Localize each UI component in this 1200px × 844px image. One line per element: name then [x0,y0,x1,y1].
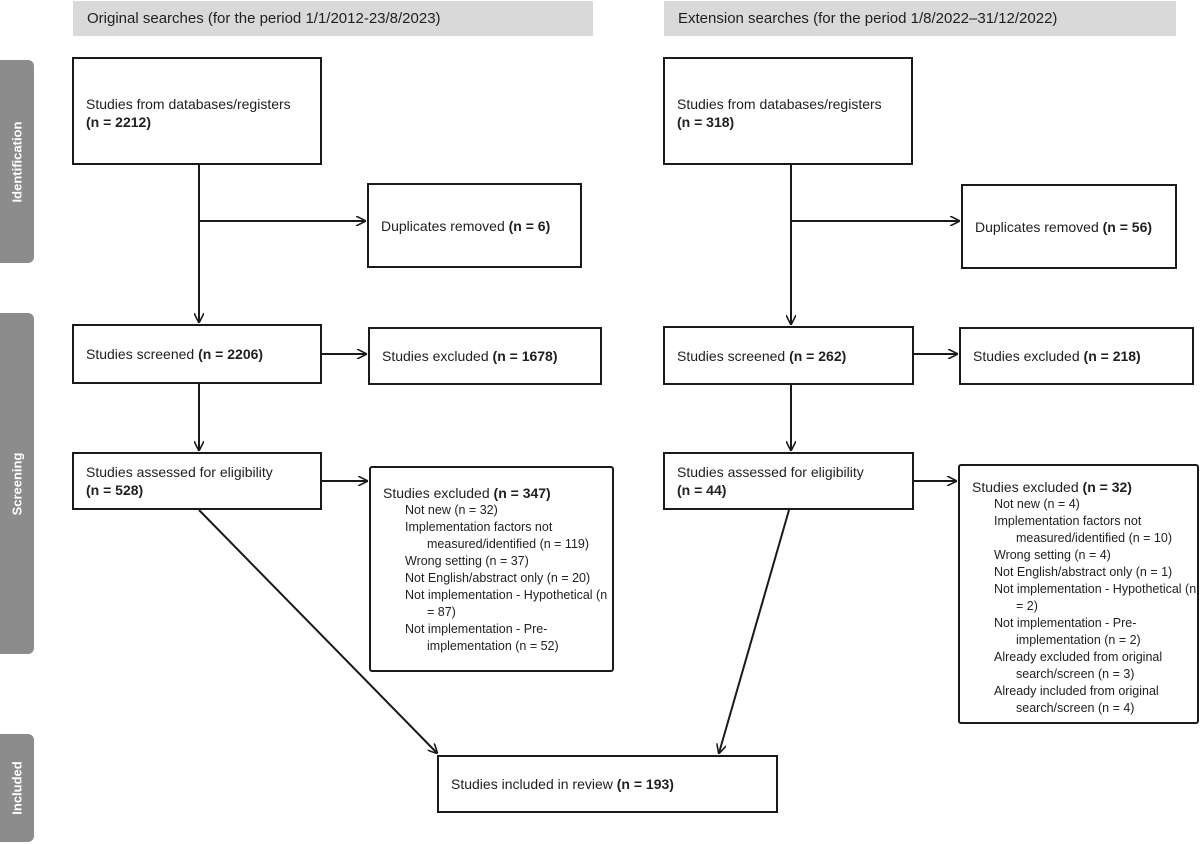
left-records-box: Studies from databases/registers (n = 22… [72,57,322,165]
right-reason-item: Implementation factors not measured/iden… [994,514,1172,545]
right-eligibility-label: Studies assessed for eligibility [677,464,864,480]
left-reason-item: Wrong setting (n = 37) [405,554,529,568]
left-reason-item: Not implementation - Pre-implementation … [405,622,559,653]
left-records-count: (n = 2212) [86,114,151,130]
stage-screening: Screening [0,313,34,654]
right-excluded-full-count: (n = 32) [1082,479,1132,495]
header-original-searches: Original searches (for the period 1/1/20… [73,1,593,36]
right-eligibility-box: Studies assessed for eligibility (n = 44… [663,452,914,510]
stage-included: Included [0,734,34,842]
right-reason-item: Already excluded from original search/sc… [994,650,1163,681]
right-duplicates-box: Duplicates removed (n = 56) [961,184,1177,269]
right-reason-item: Wrong setting (n = 4) [994,548,1111,562]
right-excluded-screen-count: (n = 218) [1083,348,1141,364]
right-reason-item: Not English/abstract only (n = 1) [994,565,1173,579]
left-excluded-screen-box: Studies excluded (n = 1678) [368,327,602,385]
included-label: Studies included in review [451,776,613,792]
left-screened-label: Studies screened [86,346,195,362]
left-excluded-screen-count: (n = 1678) [492,348,558,364]
left-reason-item: Not new (n = 32) [405,503,498,517]
left-reason-item: Not implementation - Hypothetical (n = 8… [405,588,608,619]
right-duplicates-count: (n = 56) [1102,218,1153,235]
right-screened-count: (n = 262) [789,347,847,364]
left-screened-box: Studies screened (n = 2206) [72,324,322,384]
left-duplicates-box: Duplicates removed (n = 6) [367,183,582,268]
right-excluded-screen-box: Studies excluded (n = 218) [959,327,1194,385]
right-excluded-screen-label: Studies excluded [973,348,1080,364]
arrow-right-eligibility-to-included [719,509,790,753]
right-screened-box: Studies screened (n = 262) [663,326,914,385]
right-records-count: (n = 318) [677,114,735,130]
right-eligibility-count: (n = 44) [677,482,727,498]
right-reason-item: Not new (n = 4) [994,497,1080,511]
left-excluded-full-label: Studies excluded [383,485,490,501]
left-eligibility-label: Studies assessed for eligibility [86,464,273,480]
left-reason-item: Not English/abstract only (n = 20) [405,571,591,585]
right-records-box: Studies from databases/registers (n = 31… [663,57,913,165]
right-duplicates-label: Duplicates removed [975,218,1099,235]
left-records-label: Studies from databases/registers [86,96,291,112]
left-excluded-full-count: (n = 347) [493,485,551,501]
arrow-left-eligibility-to-included [198,509,437,753]
right-reason-item: Already included from original search/sc… [994,684,1159,715]
right-excluded-full-box: Studies excluded (n = 32) Not new (n = 4… [958,464,1199,724]
left-duplicates-count: (n = 6) [508,217,551,234]
right-exclusion-reasons: Not new (n = 4) Implementation factors n… [972,496,1197,717]
left-exclusion-reasons: Not new (n = 32) Implementation factors … [383,502,612,655]
right-records-label: Studies from databases/registers [677,96,882,112]
right-excluded-full-label: Studies excluded [972,479,1079,495]
right-screened-label: Studies screened [677,347,786,364]
left-reason-item: Implementation factors not measured/iden… [405,520,590,551]
right-reason-item: Not implementation - Hypothetical (n = 2… [994,582,1197,613]
included-box: Studies included in review (n = 193) [437,755,778,813]
left-excluded-full-box: Studies excluded (n = 347) Not new (n = … [369,466,614,672]
left-screened-count: (n = 2206) [198,346,264,362]
stage-identification: Identification [0,60,34,263]
header-extension-searches: Extension searches (for the period 1/8/2… [664,1,1176,36]
left-eligibility-box: Studies assessed for eligibility (n = 52… [72,452,322,510]
left-duplicates-label: Duplicates removed [381,217,505,234]
right-reason-item: Not implementation - Pre-implementation … [994,616,1141,647]
included-count: (n = 193) [616,776,674,792]
left-eligibility-count: (n = 528) [86,482,144,498]
left-excluded-screen-label: Studies excluded [382,348,489,364]
